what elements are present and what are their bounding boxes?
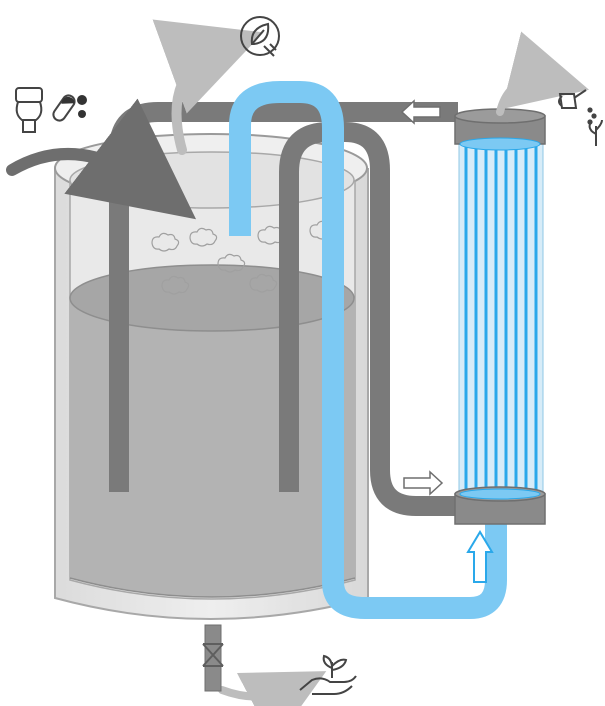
sludge-out-arrow — [218, 671, 327, 706]
flow-arrow-right — [403, 470, 444, 496]
feed-in-arrow — [6, 98, 197, 220]
membrane-module — [454, 108, 546, 525]
membrane-body — [458, 135, 544, 497]
bubble — [189, 227, 218, 247]
membrane-fibers — [464, 140, 538, 492]
drain-pipe — [204, 624, 222, 692]
hand-with-sprout-icon — [299, 654, 357, 695]
membrane-bottom-outlet — [459, 488, 541, 500]
flow-arrow-up — [466, 530, 494, 583]
bubble — [161, 275, 190, 295]
process-arrows — [6, 19, 590, 706]
toilet-icon — [15, 87, 43, 133]
bubble — [151, 232, 180, 252]
biogas-out-arrow — [152, 19, 264, 155]
drain-valve — [202, 624, 224, 692]
energy-leaf-plug-icon — [240, 16, 280, 57]
biogas-bubbles — [151, 220, 338, 295]
watering-can-plant-icon — [558, 89, 603, 146]
valve-icon — [202, 643, 224, 667]
return-pipe-right — [279, 122, 458, 516]
flow-arrow-left — [400, 99, 441, 125]
reactor-tank — [54, 133, 369, 620]
flow-arrows — [400, 99, 494, 583]
liquid-bottom-edge — [69, 577, 356, 598]
bubble — [217, 253, 246, 273]
water-out-arrow — [496, 31, 590, 116]
bubble — [249, 273, 278, 293]
pills-icon — [52, 94, 87, 122]
membrane-top-inlet — [459, 137, 541, 151]
